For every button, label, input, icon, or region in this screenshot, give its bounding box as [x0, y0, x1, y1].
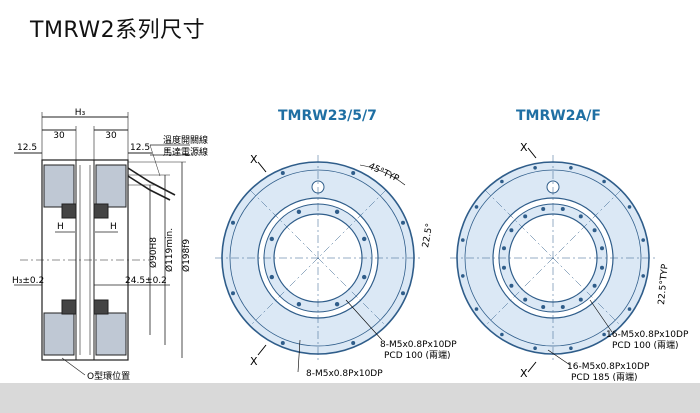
bolt-hole-a-outer-3: [280, 341, 285, 345]
label-oring: O型環位置: [87, 370, 130, 382]
bolt-holes-b-inner: [502, 207, 604, 309]
bolt-hole-a-outer-5: [231, 220, 235, 225]
bolt-hole-a-inner-6: [296, 209, 302, 214]
bolt-hole-a-inner-4: [269, 274, 274, 280]
bolt-hole-b-outer-13: [569, 166, 573, 170]
label-b-pcd-inner: PCD 100 (兩端): [612, 339, 679, 351]
hatch-top-left: [43, 164, 75, 208]
label-cable-1: 溫度開關線: [163, 134, 208, 146]
bolt-holes-a-inner: [269, 209, 367, 307]
label-bore: Ø90H8: [148, 237, 159, 268]
label-a-angle-22-5: 22.5°: [421, 223, 435, 249]
bolt-hole-b-inner-14: [578, 214, 583, 219]
label-30-left: 30: [53, 131, 65, 141]
label-b-x-bottom: X: [520, 367, 528, 380]
bolt-hole-b-inner-1: [600, 265, 604, 270]
bolt-hole-b-inner-12: [541, 207, 546, 211]
label-b-angle-22-5: 22.5°TYP: [657, 263, 671, 305]
label-b-x-top: X: [520, 141, 528, 154]
bolt-hole-b-outer-12: [533, 166, 537, 170]
bolt-hole-b-inner-16: [600, 246, 604, 251]
bolt-hole-b-inner-13: [560, 207, 565, 211]
bolt-hole-b-inner-9: [502, 246, 506, 251]
bolt-hole-b-outer-10: [474, 205, 479, 209]
bolt-hole-b-inner-15: [592, 228, 597, 233]
bolt-hole-b-inner-10: [509, 228, 514, 233]
bolt-hole-b-outer-15: [627, 205, 632, 209]
label-h3-tol: H₃±0.2: [12, 276, 44, 286]
label-cable-2: 馬達電源線: [163, 146, 208, 158]
bolt-hole-b-outer-6: [500, 332, 504, 337]
bolt-hole-b-outer-5: [533, 346, 537, 351]
label-a-x-top: X: [250, 153, 258, 166]
label-outer-dia: Ø198f9: [181, 239, 192, 272]
label-h-left: H: [57, 222, 64, 232]
bolt-hole-b-inner-8: [502, 265, 506, 270]
bolt-hole-b-outer-1: [641, 274, 645, 278]
bolt-hole-a-inner-1: [362, 274, 367, 280]
bolt-hole-a-outer-7: [351, 171, 356, 175]
bolt-hole-a-outer-4: [231, 291, 235, 296]
magnet-bottom-right: [93, 299, 109, 315]
bolt-hole-b-outer-9: [461, 238, 465, 242]
bolt-hole-b-outer-16: [641, 238, 645, 242]
front-view-b: [450, 147, 656, 373]
bolt-hole-b-outer-7: [474, 307, 479, 311]
bolt-hole-b-inner-2: [592, 283, 597, 288]
bolt-hole-a-outer-8: [401, 220, 405, 225]
label-a-holes-outer: 8-M5x0.8Px10DP: [306, 369, 383, 379]
bottom-band: [0, 383, 700, 413]
label-b-holes-outer: 16-M5x0.8Px10DP: [567, 362, 650, 372]
bolt-holes-b-outer: [461, 166, 645, 351]
label-a-x-bottom: X: [250, 355, 258, 368]
bolt-hole-b-inner-11: [523, 214, 528, 219]
bolt-hole-a-outer-2: [351, 341, 356, 345]
view-title-tmrw2a-f: TMRW2A/F: [516, 108, 601, 124]
bolt-hole-a-inner-8: [362, 236, 367, 242]
label-12-5-left: 12.5: [17, 143, 37, 153]
section-view: [14, 112, 190, 376]
bolt-hole-b-outer-4: [569, 346, 573, 351]
bolt-hole-a-outer-6: [280, 171, 285, 175]
bolt-hole-a-inner-5: [269, 236, 274, 242]
bolt-hole-a-inner-2: [334, 302, 340, 307]
magnet-top-right: [93, 203, 109, 219]
label-h3: H₃: [75, 108, 86, 118]
bolt-hole-a-inner-3: [296, 302, 302, 307]
bolt-hole-b-inner-7: [509, 283, 514, 288]
section-labels: H₃ 30 30 12.5 12.5 H H H₃±0.2 24.5±0.2 Ø…: [12, 108, 208, 382]
label-offset: 24.5±0.2: [125, 276, 167, 286]
bolt-hole-b-inner-4: [560, 305, 565, 309]
view-title-tmrw23-5-7: TMRW23/5/7: [278, 108, 377, 124]
label-h-right: H: [110, 222, 117, 232]
label-a-pcd-inner: PCD 100 (兩端): [384, 349, 451, 361]
hatch-top-right: [95, 164, 127, 208]
label-b-holes-inner: 16-M5x0.8Px10DP: [606, 330, 689, 340]
label-12-5-right: 12.5: [130, 143, 150, 153]
bolt-hole-a-inner-7: [334, 209, 340, 214]
bolt-hole-b-inner-5: [541, 305, 546, 309]
bolt-hole-b-inner-6: [523, 297, 528, 302]
label-a-holes-inner: 8-M5x0.8Px10DP: [380, 340, 457, 350]
magnet-top-left: [61, 203, 77, 219]
front-view-b-labels: X X 22.5°TYP 16-M5x0.8Px10DP PCD 100 (兩端…: [520, 141, 689, 383]
bolt-hole-b-outer-3: [602, 332, 606, 337]
hatch-bottom-left: [43, 312, 75, 356]
hatch-bottom-right: [95, 312, 127, 356]
front-view-a: [215, 155, 420, 373]
bolt-hole-b-inner-3: [578, 297, 583, 302]
magnet-bottom-left: [61, 299, 77, 315]
bolt-hole-a-outer-1: [401, 291, 405, 296]
label-30-right: 30: [105, 131, 117, 141]
bolt-hole-b-outer-11: [500, 179, 504, 184]
bolt-holes-a-outer: [231, 171, 405, 345]
page-title: TMRW2系列尺寸: [30, 18, 206, 43]
bolt-hole-b-outer-8: [461, 274, 465, 278]
label-min-dia: Ø119min.: [164, 228, 175, 272]
bolt-hole-b-outer-14: [602, 179, 606, 184]
label-b-pcd-outer: PCD 185 (兩端): [571, 371, 638, 383]
bolt-hole-b-outer-2: [627, 307, 632, 311]
